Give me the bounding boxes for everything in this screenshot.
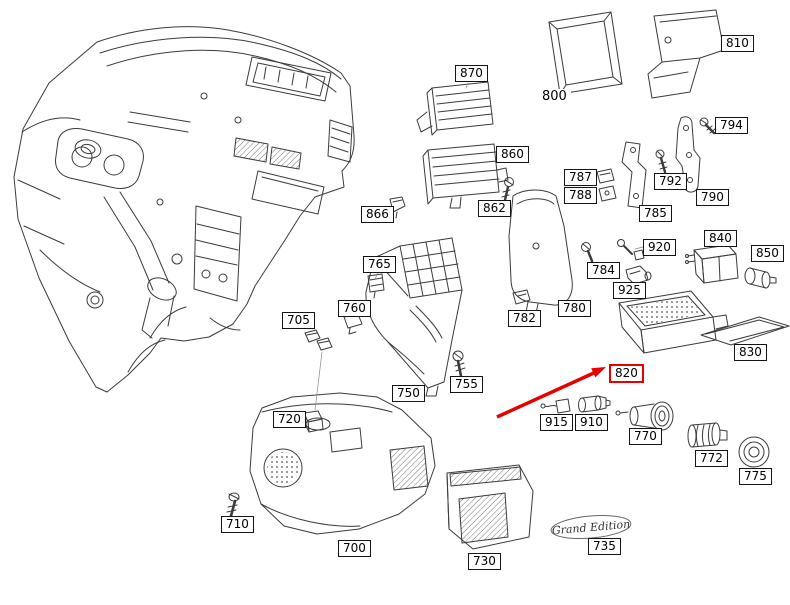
part-label-705: 705 <box>282 312 315 329</box>
part-label-862: 862 <box>478 200 511 217</box>
part-label-920: 920 <box>643 239 676 256</box>
part-810-module-drawing <box>647 9 725 99</box>
part-label-700: 700 <box>338 540 371 557</box>
part-label-785: 785 <box>639 205 672 222</box>
part-label-755: 755 <box>450 376 483 393</box>
part-770-socket-drawing <box>615 401 674 431</box>
part-label-850: 850 <box>751 245 784 262</box>
part-820-tray-drawing <box>618 290 729 354</box>
part-750-console-upper-drawing <box>365 237 463 397</box>
part-label-860: 860 <box>496 146 529 163</box>
part-794-screw-drawing <box>699 117 716 135</box>
part-910-plug-drawing <box>578 395 611 413</box>
part-label-780: 780 <box>558 300 591 317</box>
part-label-910: 910 <box>575 414 608 431</box>
part-730-panel-drawing <box>446 464 534 550</box>
part-label-792: 792 <box>654 173 687 190</box>
part-label-720: 720 <box>273 411 306 428</box>
part-784-screw-drawing <box>581 242 594 263</box>
part-705-clips-drawing <box>304 329 333 351</box>
part-label-820-highlighted: 820 <box>609 364 644 383</box>
part-710-screw-drawing <box>226 492 240 518</box>
part-label-915: 915 <box>540 414 573 431</box>
part-830-mat-drawing <box>700 316 790 346</box>
part-label-866: 866 <box>361 206 394 223</box>
part-862-screw-drawing <box>501 177 514 202</box>
part-label-770: 770 <box>629 428 662 445</box>
part-label-730: 730 <box>468 553 501 570</box>
part-label-710: 710 <box>221 516 254 533</box>
part-788-clip-drawing <box>598 185 617 202</box>
part-785-bracket-drawing <box>621 141 647 209</box>
highlight-arrow <box>496 367 606 419</box>
part-label-810: 810 <box>721 35 754 52</box>
part-label-782: 782 <box>508 310 541 327</box>
part-755-screw-drawing <box>452 350 466 378</box>
part-label-840: 840 <box>704 230 737 247</box>
part-label-760: 760 <box>338 300 371 317</box>
part-label-788: 788 <box>564 187 597 204</box>
part-850-cylinder-drawing <box>744 267 777 289</box>
part-860-vent-drawing <box>422 143 509 209</box>
part-label-750: 750 <box>392 385 425 402</box>
part-label-830: 830 <box>734 344 767 361</box>
part-782-clip-drawing <box>512 289 531 305</box>
highlight-arrow-shaft <box>496 370 597 419</box>
part-label-784: 784 <box>587 262 620 279</box>
part-label-775: 775 <box>739 468 772 485</box>
part-label-735: 735 <box>588 538 621 555</box>
part-label-794: 794 <box>715 117 748 134</box>
part-772-barrel-drawing <box>687 422 728 448</box>
part-label-772: 772 <box>695 450 728 467</box>
part-870-vent-drawing <box>416 81 494 136</box>
badge-text: Grand Edition <box>551 518 630 538</box>
part-label-870: 870 <box>455 65 488 82</box>
part-label-765: 765 <box>363 256 396 273</box>
part-920-screw-drawing <box>617 239 645 261</box>
part-label-790: 790 <box>696 189 729 206</box>
part-700-lower-console-drawing <box>249 392 436 535</box>
part-label-925: 925 <box>613 282 646 299</box>
part-915-plug-drawing <box>540 398 571 414</box>
part-787-clip-drawing <box>596 168 615 184</box>
part-760-clip-drawing <box>343 313 363 335</box>
part-792-screw-drawing <box>655 149 668 174</box>
part-780-panel-drawing <box>508 189 573 314</box>
part-800-frame-drawing <box>548 11 623 95</box>
part-label-787: 787 <box>564 169 597 186</box>
leader-lines <box>314 82 644 411</box>
part-925-connector-drawing <box>625 265 652 285</box>
dashboard-assembly-drawing <box>13 26 355 393</box>
highlight-arrow-head <box>591 367 606 378</box>
part-790-bracket-drawing <box>675 116 701 193</box>
part-label-800: 800 <box>538 89 571 104</box>
part-840-switch-block-drawing <box>685 244 739 284</box>
part-775-cap-drawing <box>738 436 770 468</box>
